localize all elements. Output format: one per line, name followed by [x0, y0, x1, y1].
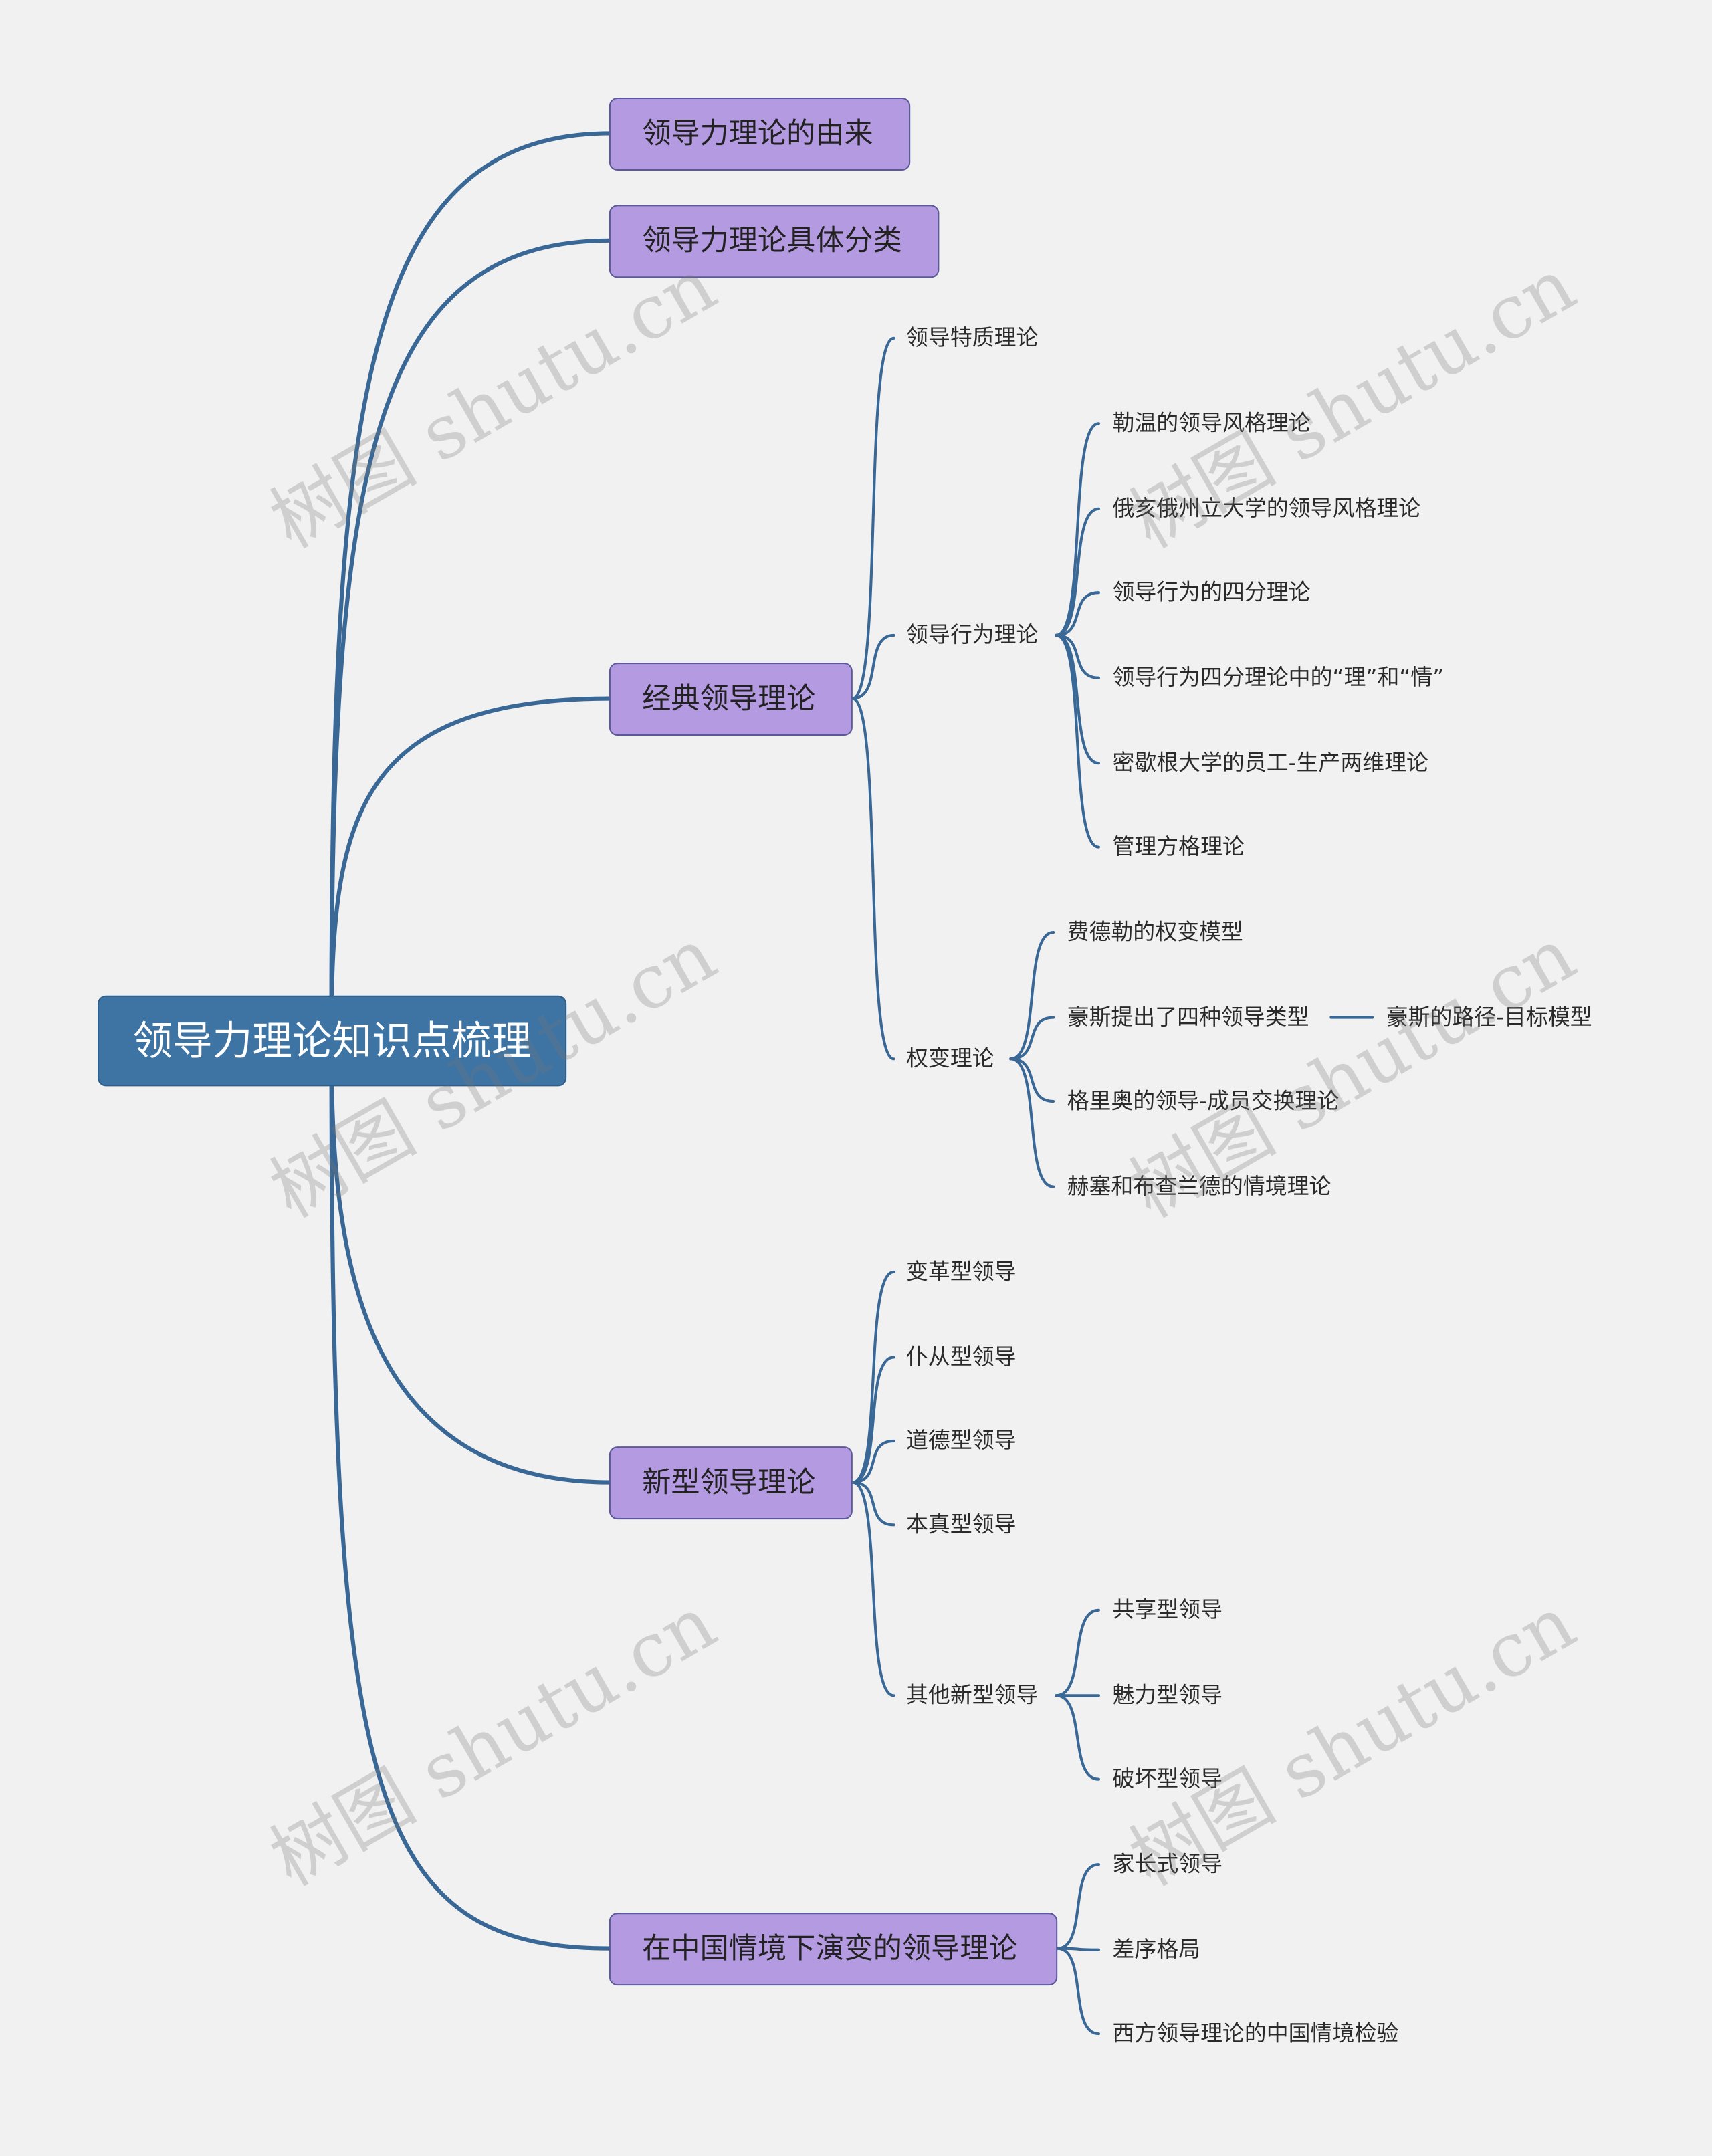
node-trait[interactable]: 领导特质理论 — [906, 324, 1039, 351]
node-new-other[interactable]: 其他新型领导 — [906, 1681, 1039, 1708]
edge-behavior-6 — [1055, 633, 1100, 849]
node-behavior-item[interactable]: 密歇根大学的员工-生产两维理论 — [1112, 749, 1428, 776]
edge-behavior-5 — [1055, 633, 1100, 765]
node-other-item[interactable]: 共享型领导 — [1112, 1596, 1222, 1623]
node-china-item[interactable]: 家长式领导 — [1112, 1850, 1222, 1877]
edge-root-classic — [329, 696, 613, 1043]
edge-new-1 — [851, 1270, 895, 1484]
node-behavior-item[interactable]: 管理方格理论 — [1112, 833, 1245, 860]
edge-behavior-1 — [1055, 422, 1100, 637]
edge-china-1 — [1056, 1863, 1100, 1950]
node-hersey[interactable]: 赫塞和布查兰德的情境理论 — [1067, 1172, 1331, 1200]
edge-root-china — [329, 1039, 613, 1951]
node-behavior-item[interactable]: 领导行为四分理论中的“理”和“情” — [1112, 664, 1444, 691]
edge-new-2 — [851, 1356, 895, 1484]
node-fiedler[interactable]: 费德勒的权变模型 — [1067, 918, 1243, 945]
topic-classic[interactable]: 经典领导理论 — [609, 663, 853, 736]
node-graen[interactable]: 格里奥的领导-成员交换理论 — [1067, 1087, 1340, 1114]
edge-china-2 — [1056, 1947, 1100, 1951]
edge-root-classification — [329, 238, 613, 1043]
topic-origin[interactable]: 领导力理论的由来 — [609, 97, 911, 171]
edge-other-1 — [1055, 1608, 1100, 1697]
node-contingency[interactable]: 权变理论 — [906, 1045, 994, 1071]
edge-new-other — [851, 1481, 895, 1697]
node-behavior-item[interactable]: 领导行为的四分理论 — [1112, 578, 1311, 605]
node-behavior-item[interactable]: 勒温的领导风格理论 — [1112, 409, 1311, 436]
node-other-item[interactable]: 魅力型领导 — [1112, 1681, 1222, 1708]
edge-other-3 — [1055, 1694, 1100, 1781]
edge-behavior-3 — [1055, 591, 1100, 637]
node-new-item[interactable]: 本真型领导 — [906, 1511, 1016, 1537]
edge-classic-trait — [851, 336, 895, 700]
topic-china[interactable]: 在中国情境下演变的领导理论 — [609, 1913, 1058, 1986]
edge-new-3 — [851, 1439, 895, 1484]
topic-classification[interactable]: 领导力理论具体分类 — [609, 205, 940, 278]
node-behavior-item[interactable]: 俄亥俄州立大学的领导风格理论 — [1112, 495, 1421, 522]
edge-classic-behavior — [851, 633, 895, 700]
edge-classic-contingency — [851, 697, 895, 1061]
node-new-item[interactable]: 道德型领导 — [906, 1427, 1016, 1454]
node-other-item[interactable]: 破坏型领导 — [1112, 1765, 1222, 1792]
edge-new-4 — [851, 1481, 895, 1527]
node-new-item[interactable]: 仆从型领导 — [906, 1343, 1016, 1370]
node-house-path-goal[interactable]: 豪斯的路径-目标模型 — [1386, 1004, 1592, 1031]
node-new-item[interactable]: 变革型领导 — [906, 1258, 1016, 1285]
edge-root-new — [329, 1039, 613, 1485]
edge-contingency-2 — [1009, 1016, 1055, 1061]
edge-behavior-4 — [1055, 633, 1100, 679]
node-china-item[interactable]: 西方领导理论的中国情境检验 — [1112, 2020, 1399, 2046]
edge-china-3 — [1056, 1947, 1100, 2036]
node-china-item[interactable]: 差序格局 — [1112, 1936, 1201, 1963]
root-node[interactable]: 领导力理论知识点梳理 — [97, 995, 567, 1087]
node-behavior[interactable]: 领导行为理论 — [906, 621, 1039, 648]
edge-contingency-3 — [1009, 1057, 1055, 1103]
node-house[interactable]: 豪斯提出了四种领导类型 — [1067, 1004, 1309, 1031]
edge-contingency-1 — [1009, 931, 1055, 1061]
topic-new[interactable]: 新型领导理论 — [609, 1446, 853, 1520]
edge-contingency-4 — [1009, 1057, 1055, 1188]
edge-behavior-2 — [1055, 507, 1100, 637]
edge-root-origin — [329, 131, 613, 1043]
